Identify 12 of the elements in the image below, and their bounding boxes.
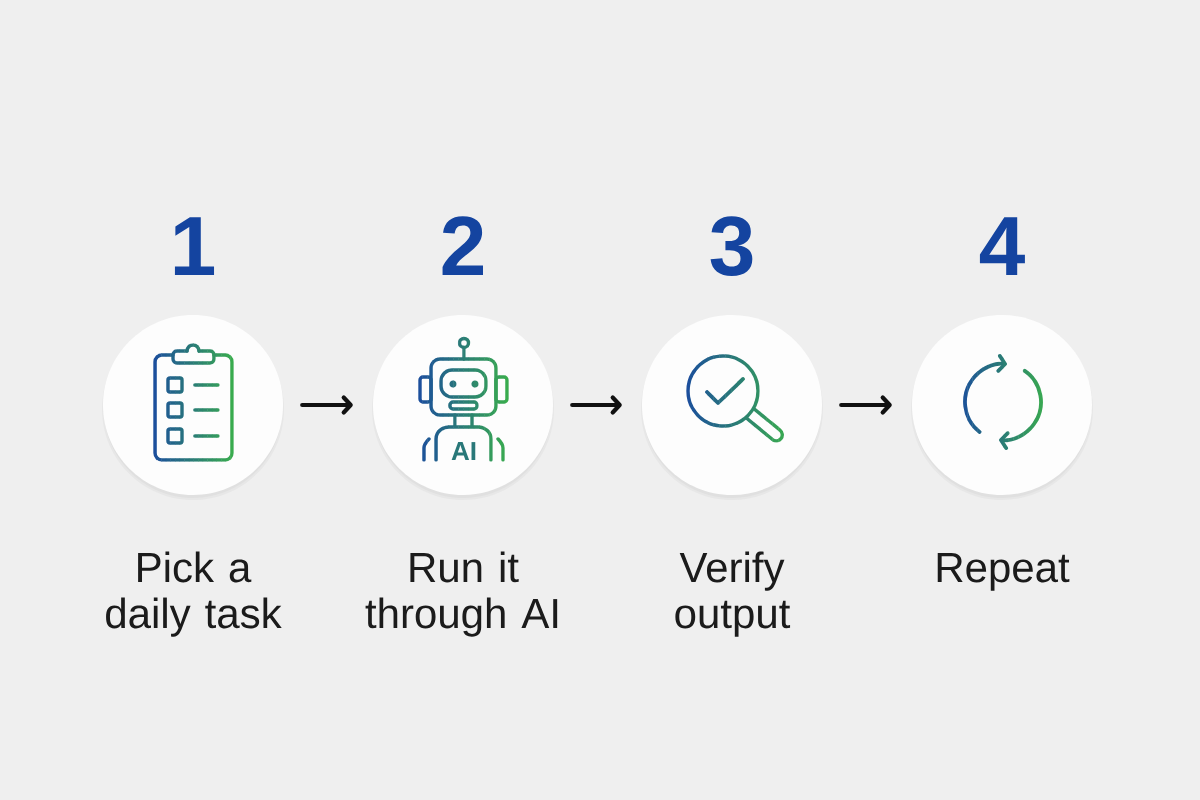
step-number: 4 [979, 217, 1025, 275]
step-caption: Run it through AI [365, 551, 558, 637]
chest-label: AI [451, 442, 476, 460]
step-number: 2 [442, 216, 483, 275]
step-caption: Pick a daily task [106, 551, 282, 637]
step-number: 3 [710, 216, 753, 276]
step-number: 1 [174, 217, 215, 275]
arrow [839, 395, 892, 415]
arrow [300, 395, 353, 415]
arrow [570, 395, 622, 415]
step-caption: Verify output [675, 551, 791, 637]
step-caption: Repeat [937, 553, 1070, 591]
